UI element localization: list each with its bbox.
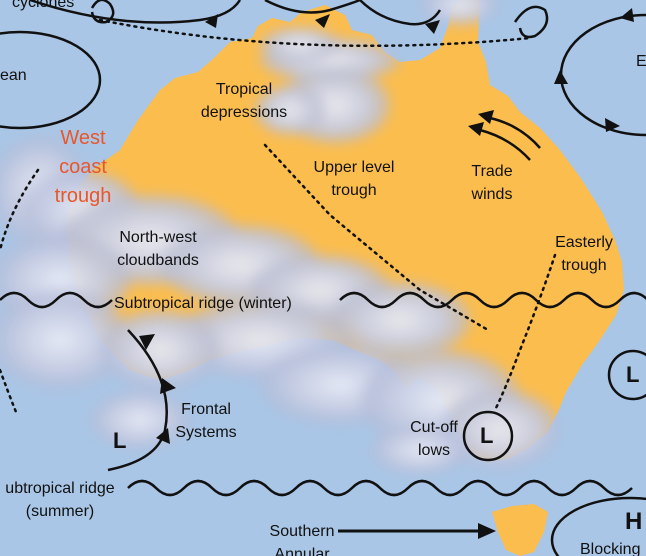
label-west-coast-trough: West coast trough [50,124,116,211]
upper-level-trough-line [263,143,490,332]
cut-off-low-circle [462,410,514,462]
label-southern-line1: Southern [269,523,335,540]
label-trade-line1: Trade [471,163,513,180]
label-subtropical-ridge-summer: ubtropical ridge (summer) [0,477,120,523]
high-pressure-icon: H [625,508,643,535]
west-coast-trough-line [0,168,40,252]
low-pressure-cutoff-icon: L [480,423,494,448]
label-upper-level-line1: Upper level [313,159,395,176]
cold-front-line [107,329,169,472]
label-southern-annular: Southern Annular [266,520,338,556]
cyclone-track-top-center [264,0,549,39]
label-upper-level-trough: Upper level trough [308,156,400,202]
label-easterly-trough: Easterly trough [550,231,618,277]
cloud-bands [0,0,560,475]
trade-winds-arrows [479,116,541,161]
ocean-circulation-left [0,30,102,130]
cold-front-triangle [160,378,176,394]
label-subtropical-ridge-winter: Subtropical ridge (winter) [114,295,292,312]
cold-front-triangle [139,334,155,350]
label-ocean-fragment: ean [0,67,27,84]
easterly-trough-line [493,253,557,412]
trade-wind-arrow-head [478,110,494,124]
trade-wind-arrow-head [468,122,484,136]
label-easterly-line2: trough [561,257,607,274]
label-trade-winds: Trade winds [464,160,520,206]
label-cutoff-line2: lows [417,442,450,459]
tropical-trough-line [98,18,532,48]
cold-front-triangle [156,428,170,444]
label-frontal-line2: Systems [175,424,237,441]
wind-arrow-head [425,20,440,34]
wind-arrow-head [205,14,218,28]
label-upper-level-line2: trough [331,182,377,199]
label-west-line: West [60,127,106,149]
label-frontal-line1: Frontal [181,401,231,418]
label-summer-line1: ubtropical ridge [5,480,115,497]
low-pressure-west-icon: L [113,428,127,453]
label-cutoff-line1: Cut-off [410,419,458,436]
label-nw-line2: cloudbands [117,252,199,269]
label-tropical-depressions-line1: Tropical [215,81,273,98]
label-frontal-systems: Frontal Systems [172,398,240,444]
label-coast-line: coast [59,156,107,178]
label-trade-line2: winds [471,186,513,203]
cyclone-track-top-left [29,0,242,24]
label-trough-line: trough [54,185,112,207]
low-pressure-east-icon: L [626,362,640,387]
subtropical-ridge-summer-line [127,479,633,497]
label-easterly-line1: Easterly [555,234,613,251]
wind-arrow-head [605,118,620,132]
label-tropical-depressions-line2: depressions [200,104,288,121]
west-coast-trough-lower [0,368,18,414]
label-nw-line1: North-west [119,229,197,246]
label-cyclones: cyclones [12,0,75,11]
label-annular-line2: Annular [274,546,330,556]
east-low-circle [607,349,646,401]
wind-arrow-head [315,14,330,28]
label-north-west-cloudbands: North-west cloudbands [112,226,204,272]
subtropical-ridge-winter-line [0,291,646,309]
blocking-high-ellipse [550,496,646,556]
label-tropical-depressions: Tropical depressions [198,78,290,124]
tasmania [492,504,548,556]
wind-arrow-head [554,70,568,84]
label-cut-off-lows: Cut-off lows [404,416,464,462]
label-blocking: Blocking [580,541,641,556]
southern-annular-arrow-head [478,523,496,539]
wind-arrow-head [620,8,634,22]
label-right-edge-e: E [636,53,646,70]
label-summer-line2: (summer) [25,503,95,520]
